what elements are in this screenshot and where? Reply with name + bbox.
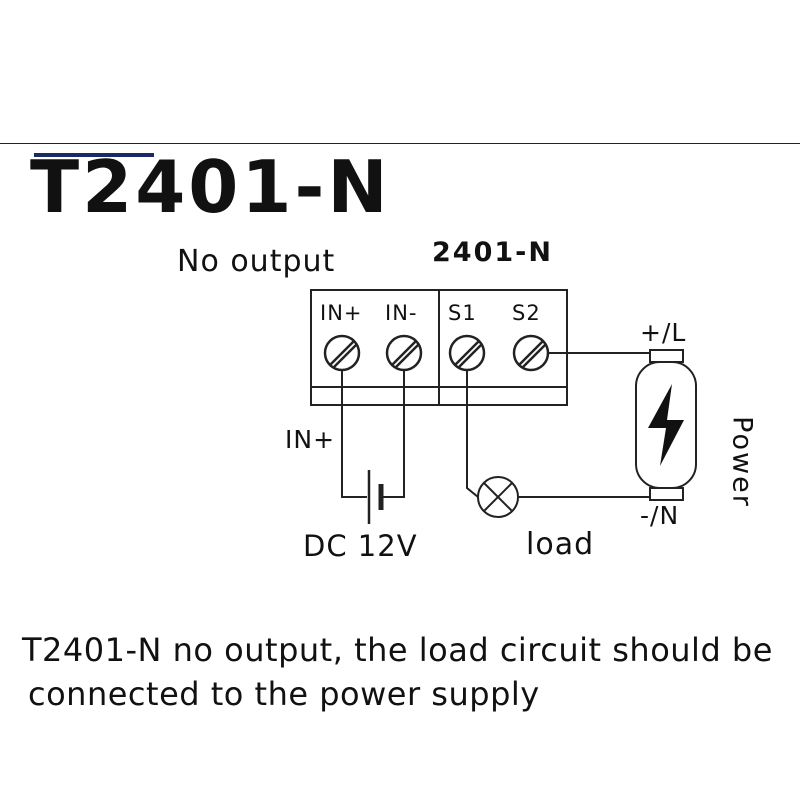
power-supply-symbol — [635, 349, 697, 501]
terminal-label-s1: S1 — [448, 301, 477, 325]
caption-line-2: connected to the power supply — [28, 675, 540, 713]
load-label: load — [526, 527, 595, 562]
battery-symbol — [367, 470, 384, 524]
screw-terminal-s1 — [448, 334, 486, 372]
wire-in-plus — [341, 370, 367, 498]
terminal-label-in-plus: IN+ — [320, 301, 363, 325]
power-label: Power — [726, 416, 758, 508]
screw-terminal-s2 — [512, 334, 550, 372]
title-accent-bar — [34, 153, 154, 157]
no-output-label: No output — [177, 244, 336, 279]
top-divider — [0, 143, 800, 144]
live-label: +/L — [640, 318, 687, 347]
screw-terminal-in-minus — [385, 334, 423, 372]
load-lamp-icon — [477, 476, 519, 518]
lightning-icon — [648, 384, 684, 466]
screw-terminal-in-plus — [323, 334, 361, 372]
neutral-label: -/N — [640, 501, 680, 530]
wire-s1-to-load — [466, 370, 479, 498]
caption: T2401-N no output, the load circuit shou… — [22, 628, 773, 716]
terminal-label-in-minus: IN- — [385, 301, 418, 325]
terminal-label-s2: S2 — [512, 301, 541, 325]
page-title: T2401-N — [30, 145, 391, 229]
model-label: 2401-N — [432, 237, 553, 268]
wire-in-minus — [383, 370, 405, 498]
in-plus-wire-label: IN+ — [285, 425, 336, 454]
caption-line-1: T2401-N no output, the load circuit shou… — [22, 631, 773, 669]
dc-source-label: DC 12V — [303, 529, 418, 563]
